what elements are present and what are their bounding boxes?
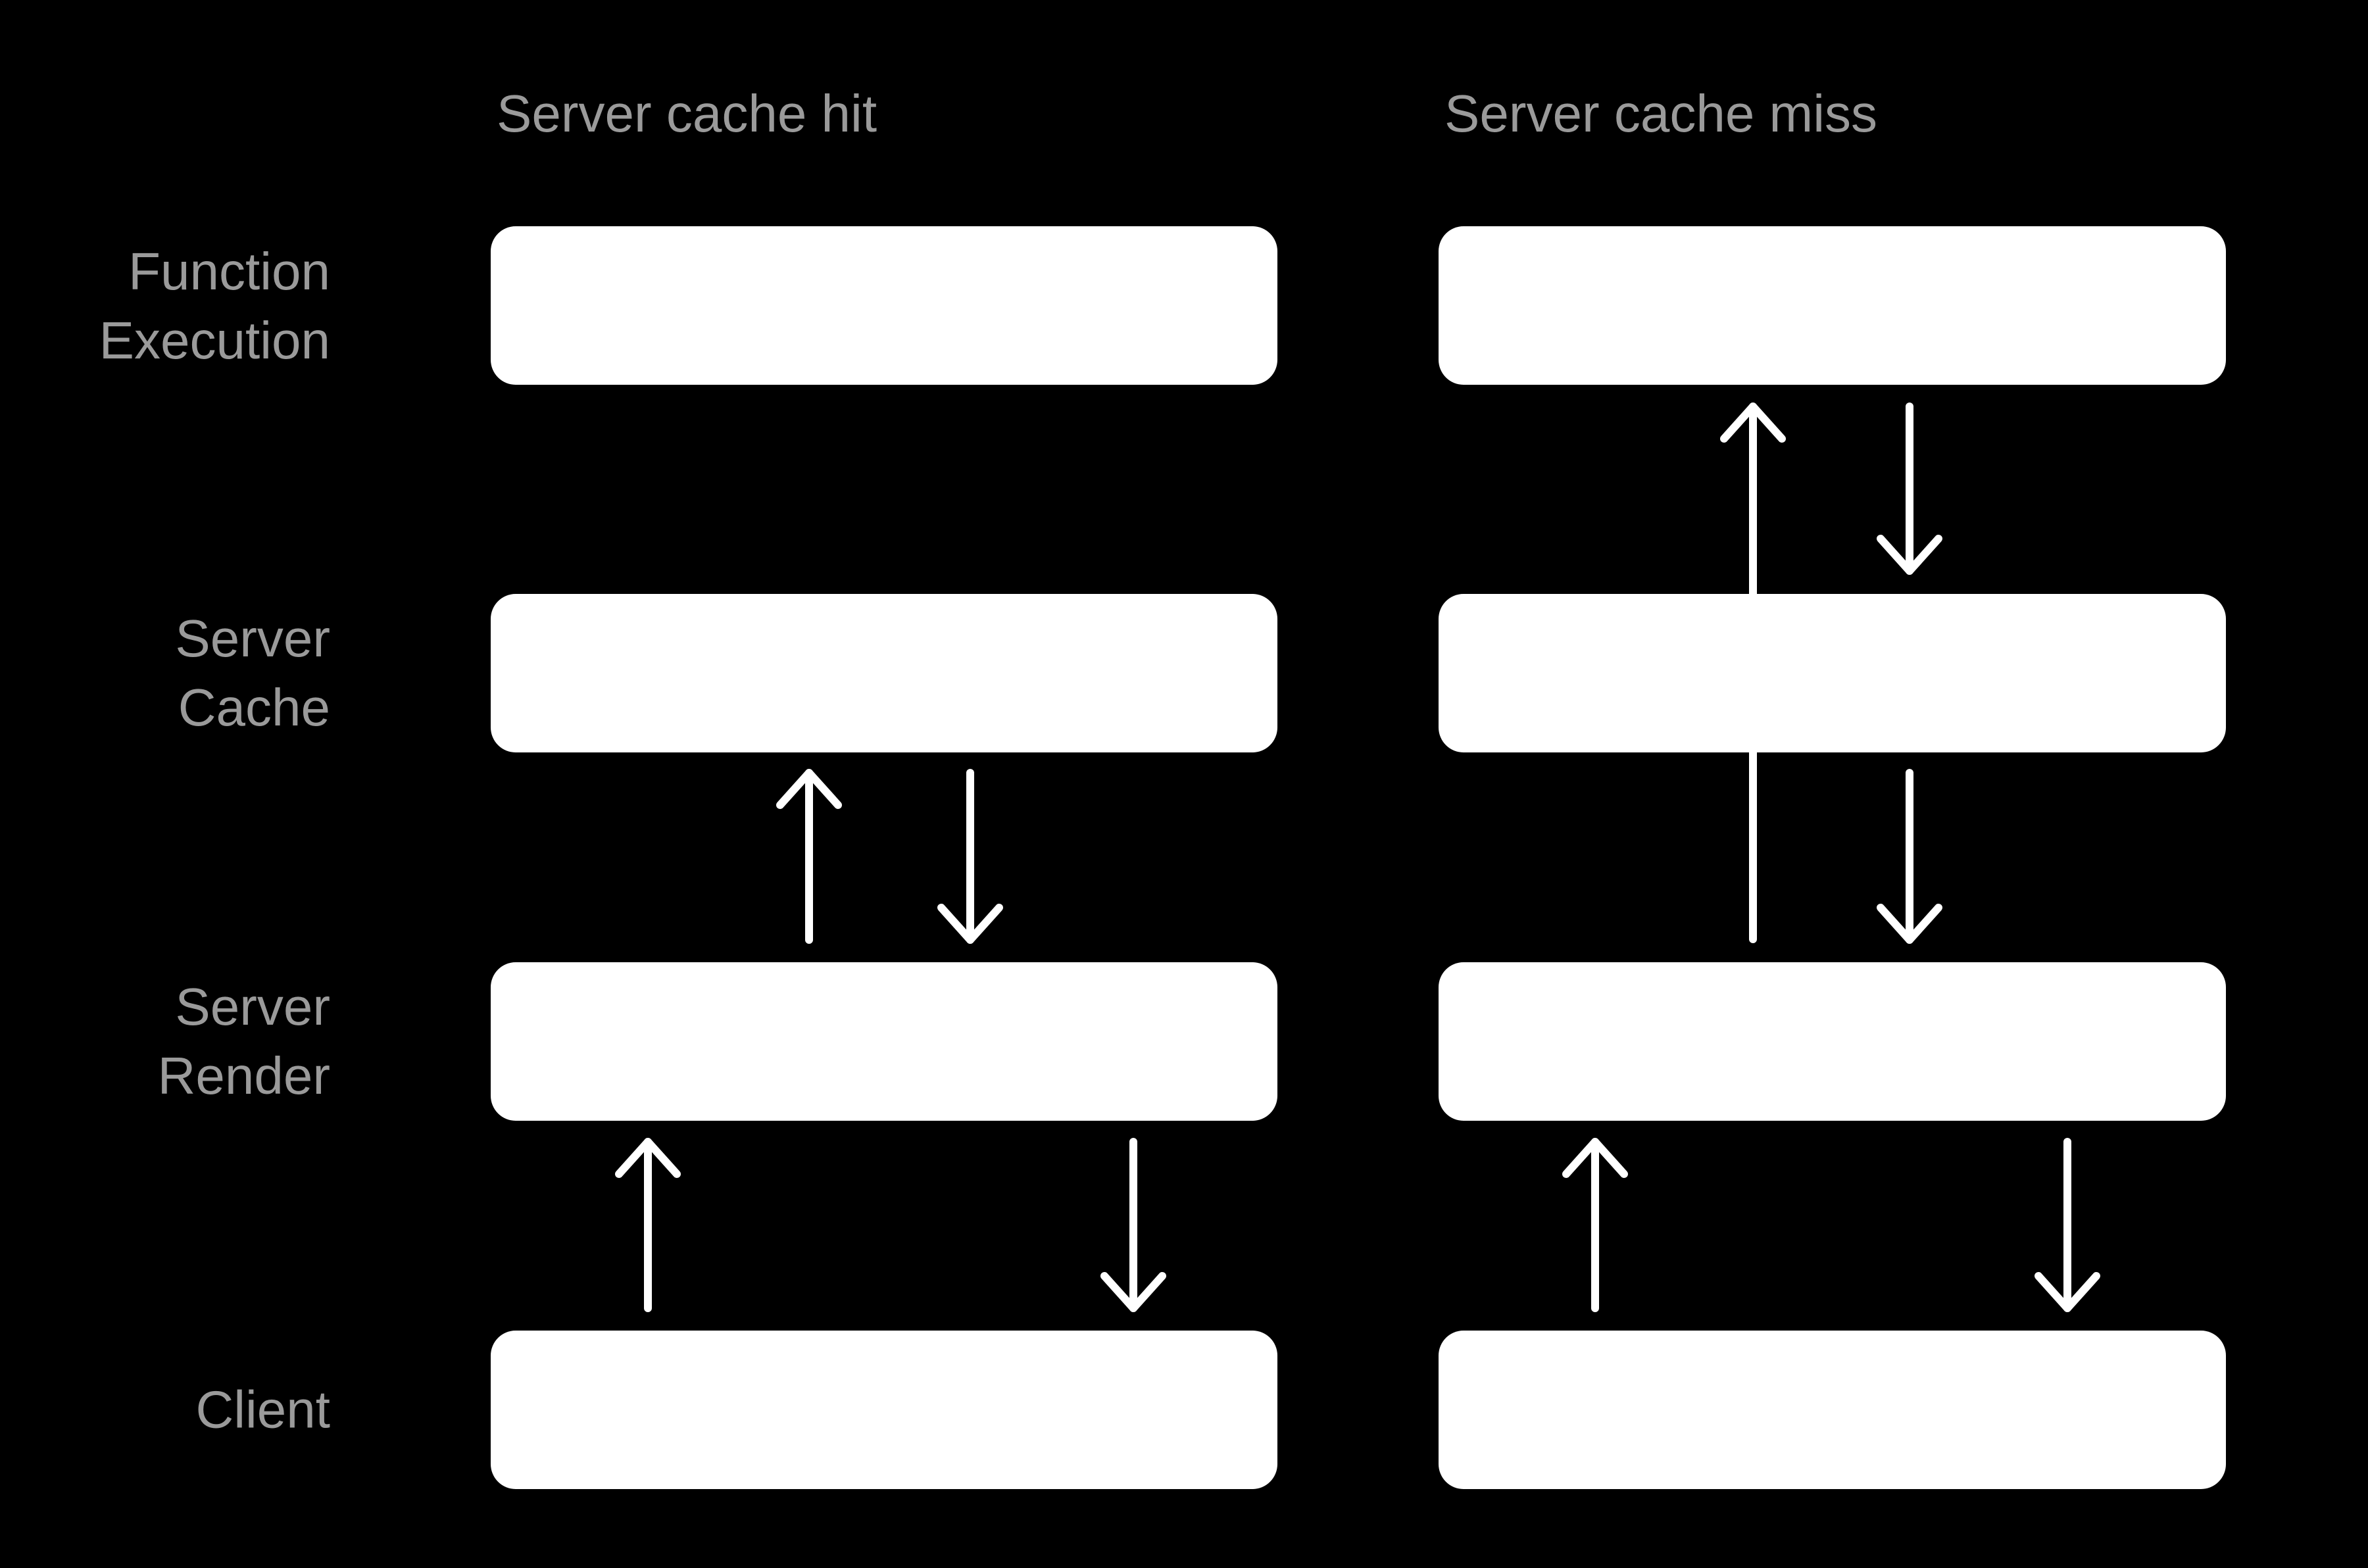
box-server-cache-miss [1439,594,2226,752]
column-header-server-cache-hit: Server cache hit [497,84,877,143]
row-label-server-render: Server Render [158,972,330,1110]
arrow-up-client-to-server-render-hit [615,1138,681,1312]
row-label-server-cache: Server Cache [175,604,330,742]
row-label-line: Server [175,609,330,668]
row-label-function-execution: Function Execution [99,237,330,375]
row-label-line: Render [157,1046,330,1105]
row-label-line: Server [175,977,330,1036]
arrow-down-server-cache-to-server-render-miss [1877,769,1942,944]
box-function-execution-hit [491,226,1277,385]
arrow-down-server-render-to-client-hit [1100,1138,1166,1312]
row-label-line: Execution [99,311,330,370]
box-server-render-hit [491,962,1277,1121]
box-client-miss [1439,1331,2226,1489]
box-client-hit [491,1331,1277,1489]
column-header-server-cache-miss: Server cache miss [1444,84,1877,143]
box-server-render-miss [1439,962,2226,1121]
row-label-client: Client [195,1375,330,1444]
box-server-cache-hit [491,594,1277,752]
box-function-execution-miss [1439,226,2226,385]
arrow-down-function-execution-to-server-cache-miss [1877,403,1942,575]
row-label-line: Function [128,242,330,301]
row-label-line: Cache [178,678,330,737]
row-label-line: Client [195,1380,330,1439]
arrow-up-server-render-to-server-cache-hit [776,769,842,944]
arrow-down-server-cache-to-server-render-hit [937,769,1003,944]
arrow-up-client-to-server-render-miss [1562,1138,1628,1312]
arrow-down-server-render-to-client-miss [2035,1138,2100,1312]
